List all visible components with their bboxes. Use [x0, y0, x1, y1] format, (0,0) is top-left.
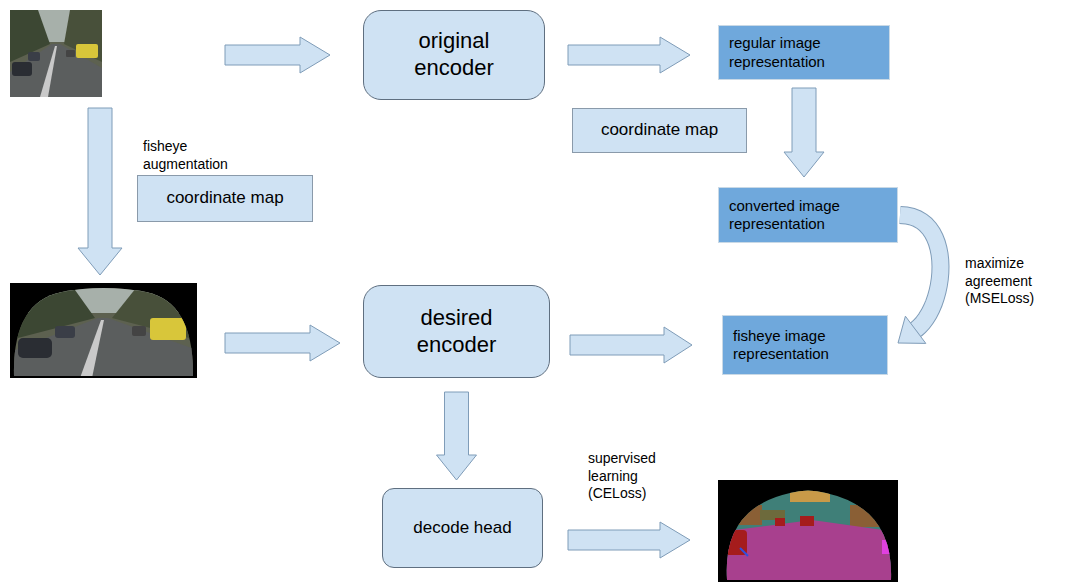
box-text: original encoder [388, 28, 520, 82]
box-text: coordinate map [166, 188, 283, 209]
box-text: converted image representation [729, 197, 887, 234]
edge-label: maximize agreement (MSELoss) [965, 255, 1063, 308]
block-arrow [784, 88, 824, 177]
connector [570, 327, 692, 363]
street-photo [10, 10, 102, 97]
curved-arrow-border [900, 215, 940, 330]
segmentation-mask [718, 480, 898, 582]
block-arrow [225, 325, 340, 361]
box-text: coordinate map [601, 120, 718, 141]
representation-box: regular image representation [718, 25, 890, 80]
connector [784, 88, 824, 177]
coordinate-map-box: coordinate map [572, 108, 747, 153]
fisheye-photo [10, 283, 197, 378]
block-arrow [568, 522, 690, 558]
block-arrow [437, 392, 477, 480]
arrow-head [898, 316, 926, 343]
annotation-label: fisheye augmentation [143, 138, 238, 173]
block-arrow [568, 37, 690, 73]
connector [437, 392, 477, 480]
block-arrow [78, 108, 122, 275]
encoder-box: desired encoder [363, 285, 550, 378]
encoder-box: original encoder [363, 10, 545, 100]
box-text: regular image representation [729, 34, 879, 71]
block-arrow [225, 37, 330, 73]
representation-box: fisheye image representation [722, 315, 888, 375]
box-text: fisheye image representation [733, 327, 877, 364]
box-text: decode head [413, 518, 511, 539]
annotation-label: supervised learning (CELoss) [588, 450, 693, 503]
curved-arrow-shaft [900, 215, 940, 330]
box-text: desired encoder [388, 305, 525, 359]
coordinate-map-box: coordinate map [137, 175, 313, 222]
decode-head-box: decode head [382, 488, 543, 568]
block-arrow [570, 327, 692, 363]
connector [898, 215, 940, 343]
representation-box: converted image representation [718, 187, 898, 243]
